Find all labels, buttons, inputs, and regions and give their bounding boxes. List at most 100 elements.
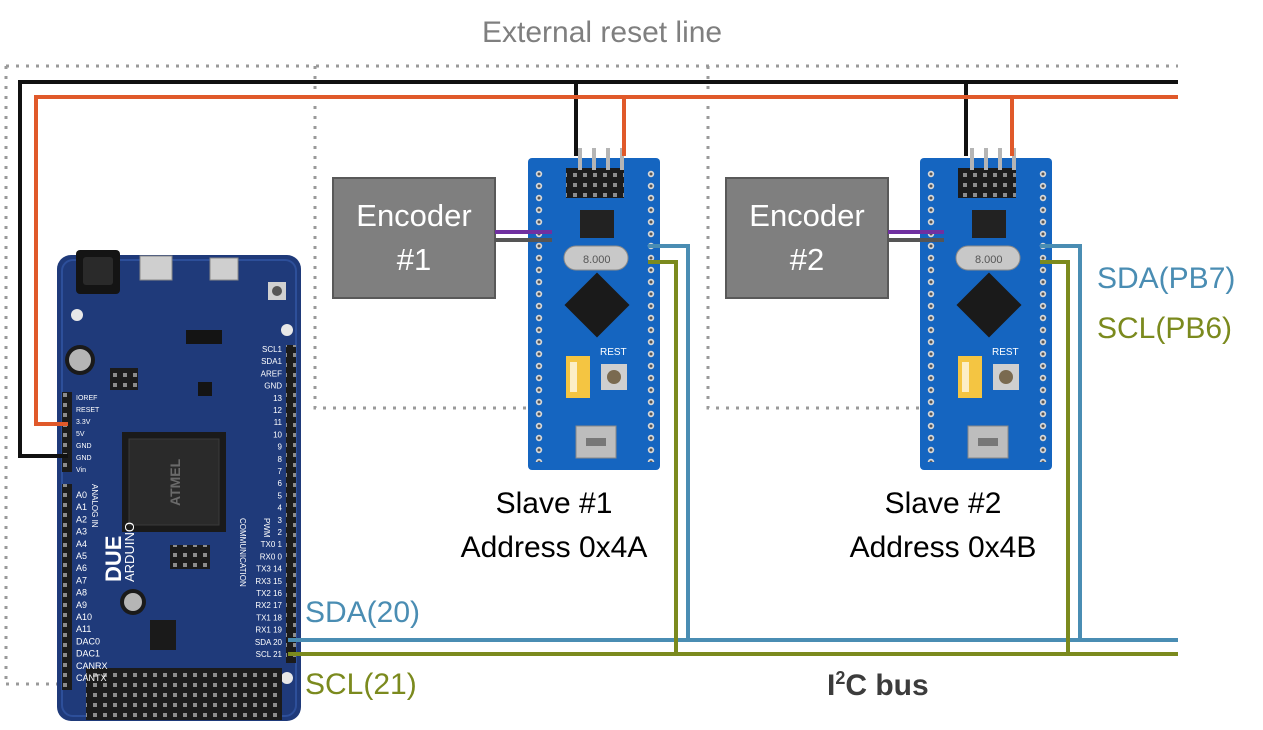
pin-label: A4 bbox=[76, 539, 87, 549]
pin-label: SDA 20 bbox=[255, 638, 283, 647]
section-label-communication: COMMUNICATION bbox=[238, 518, 247, 587]
slave-1-address: Address 0x4A bbox=[460, 531, 648, 564]
pin-label: TX1 18 bbox=[256, 613, 282, 622]
pin-label: 6 bbox=[278, 479, 283, 488]
pin-label: CANTX bbox=[76, 673, 107, 683]
pin-label: 2 bbox=[278, 528, 283, 537]
pin-label: A11 bbox=[76, 624, 91, 634]
encoder-1-number: #1 bbox=[396, 242, 432, 277]
pin-label: A10 bbox=[76, 612, 92, 622]
slave-board-1: 8.000 REST bbox=[528, 148, 660, 470]
rest-label: REST bbox=[600, 347, 627, 358]
slave-1-caption: Slave #1 Address 0x4A bbox=[444, 482, 664, 570]
ground-wires bbox=[18, 80, 1178, 458]
digital-header bbox=[286, 345, 296, 663]
pin-label: SCL 21 bbox=[256, 650, 283, 659]
pin-label: 3 bbox=[278, 516, 283, 525]
encoder-2-label: Encoder #2 bbox=[726, 194, 888, 282]
slave-sda-label: SDA(PB7) bbox=[1097, 262, 1236, 295]
board-model: DUE bbox=[101, 536, 126, 582]
arduino-due-board: ATMEL ARDUINO DUE IOREF RESET 3.3V 5V GND GND… bbox=[57, 250, 301, 721]
power-pin-labels: IOREF RESET 3.3V 5V GND GND Vin bbox=[76, 395, 100, 474]
pin-label: A1 bbox=[76, 502, 87, 512]
pin-label: TX2 16 bbox=[256, 589, 282, 598]
pin-label: 9 bbox=[278, 443, 283, 452]
master-scl-label: SCL(21) bbox=[305, 668, 417, 701]
master-sda-label: SDA(20) bbox=[305, 596, 421, 629]
crystal-label: 8.000 bbox=[583, 254, 611, 266]
stm32-chip bbox=[564, 272, 630, 338]
pin-label: A9 bbox=[76, 600, 87, 610]
rest-label: REST bbox=[992, 347, 1019, 358]
pin-label: TX3 14 bbox=[256, 565, 282, 574]
slave-2-name: Slave #2 bbox=[884, 487, 1002, 520]
bus-label-suffix: C bus bbox=[845, 669, 929, 702]
pin-label: 4 bbox=[278, 504, 283, 513]
i2c-bus-label: I2C bus bbox=[827, 668, 929, 703]
power-header bbox=[62, 392, 72, 472]
pin-label: RX1 19 bbox=[255, 626, 282, 635]
pin-label: A7 bbox=[76, 575, 87, 585]
pin-label: A0 bbox=[76, 490, 87, 500]
board-brand: ARDUINO bbox=[122, 522, 137, 582]
encoder-2 bbox=[725, 177, 944, 299]
pin-label: 8 bbox=[278, 455, 283, 464]
pin-label: 7 bbox=[278, 467, 283, 476]
crystal-label: 8.000 bbox=[975, 254, 1003, 266]
crystal bbox=[563, 245, 629, 271]
analog-header bbox=[62, 484, 72, 690]
pin-label: TX0 1 bbox=[261, 540, 283, 549]
pin-label: DAC1 bbox=[76, 649, 100, 659]
pin-label: GND bbox=[76, 443, 92, 450]
external-reset-line bbox=[4, 64, 1178, 686]
pin-label: 3.3V bbox=[76, 419, 91, 426]
pin-label: A3 bbox=[76, 527, 87, 537]
pin-label: RX3 15 bbox=[255, 577, 282, 586]
pin-label: IOREF bbox=[76, 395, 97, 402]
pin-label: 13 bbox=[273, 394, 282, 403]
encoder-2-title: Encoder bbox=[749, 198, 865, 233]
pin-label: A6 bbox=[76, 563, 87, 573]
pin-label: 10 bbox=[273, 430, 282, 439]
encoder-1 bbox=[332, 177, 552, 299]
encoder-1-label: Encoder #1 bbox=[333, 194, 495, 282]
pin-label: 5 bbox=[278, 491, 283, 500]
pin-label: 5V bbox=[76, 431, 85, 438]
pin-label: AREF bbox=[261, 369, 282, 378]
usb-port bbox=[139, 255, 173, 281]
slave-scl-label: SCL(PB6) bbox=[1097, 312, 1233, 345]
pin-label: A5 bbox=[76, 551, 87, 561]
pin-label: SCL1 bbox=[262, 345, 283, 354]
slave-2-caption: Slave #2 Address 0x4B bbox=[833, 482, 1053, 570]
section-label-analog-in: ANALOG IN bbox=[90, 484, 99, 528]
pin-label: RESET bbox=[76, 407, 100, 414]
pin-label: GND bbox=[76, 455, 92, 462]
pin-label: GND bbox=[264, 382, 282, 391]
slave-1-name: Slave #1 bbox=[495, 487, 613, 520]
pin-label: A2 bbox=[76, 514, 87, 524]
bus-label-superscript: 2 bbox=[835, 668, 846, 688]
swd-header bbox=[566, 168, 624, 198]
pin-label: Vin bbox=[76, 467, 86, 474]
encoder-2-number: #2 bbox=[789, 242, 825, 277]
section-label-pwm: PWM bbox=[262, 518, 271, 538]
pin-label: 12 bbox=[273, 406, 282, 415]
pin-label: DAC0 bbox=[76, 636, 100, 646]
encoder-1-title: Encoder bbox=[356, 198, 472, 233]
chip-label: ATMEL bbox=[167, 458, 183, 506]
slave-2-address: Address 0x4B bbox=[849, 531, 1037, 564]
bottom-header bbox=[86, 668, 282, 720]
pin-label: RX2 17 bbox=[255, 601, 282, 610]
pin-label: A8 bbox=[76, 588, 87, 598]
stm32-chip bbox=[956, 272, 1022, 338]
crystal bbox=[955, 245, 1021, 271]
sda-wires bbox=[288, 244, 1178, 642]
power-wires bbox=[34, 95, 1178, 426]
pin-label: RX0 0 bbox=[260, 552, 283, 561]
pin-label: SDA1 bbox=[261, 357, 282, 366]
pin-label: CANRX bbox=[76, 661, 108, 671]
pin-label: 11 bbox=[274, 418, 283, 427]
